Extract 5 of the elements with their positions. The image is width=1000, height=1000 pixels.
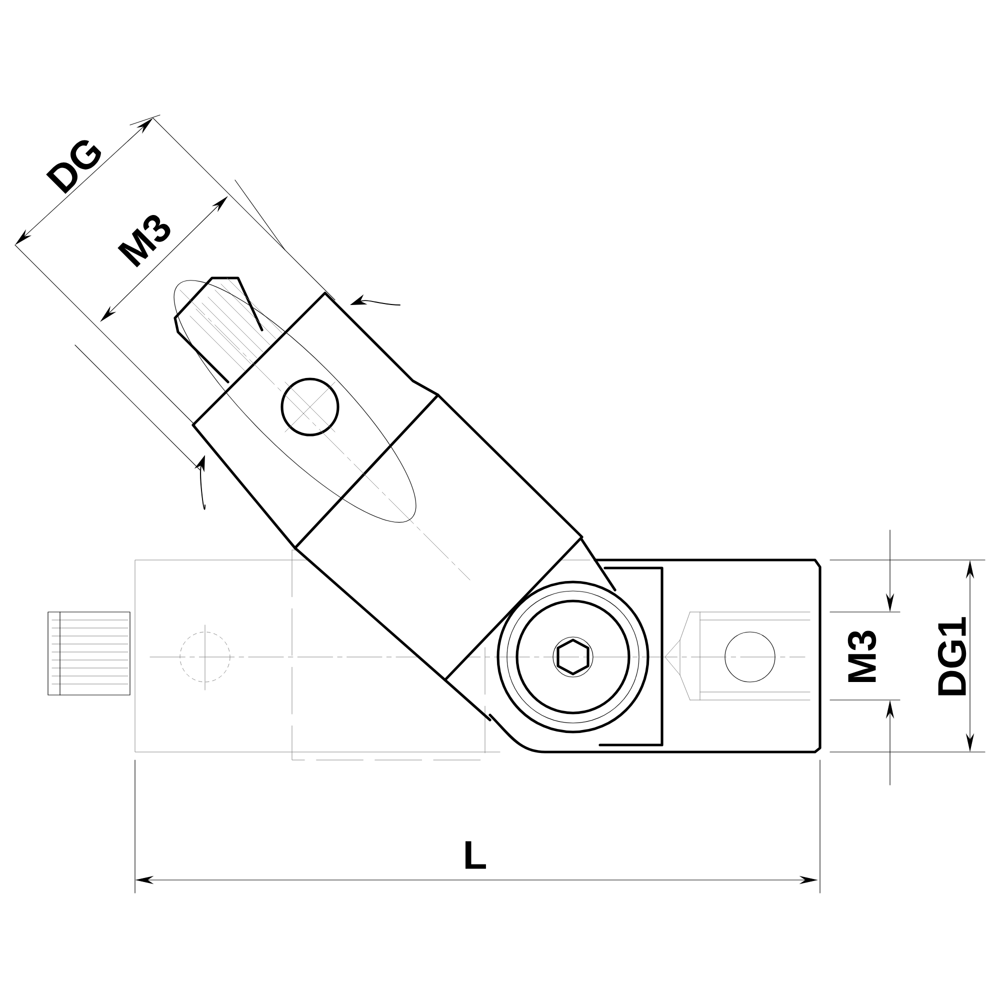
dimension-label: DG bbox=[46, 140, 101, 194]
dimension-label: L bbox=[466, 841, 486, 869]
dimension-label: DG1 bbox=[938, 617, 966, 696]
dimension-label: M3 bbox=[848, 630, 876, 682]
dimension-label: M3 bbox=[118, 215, 170, 268]
